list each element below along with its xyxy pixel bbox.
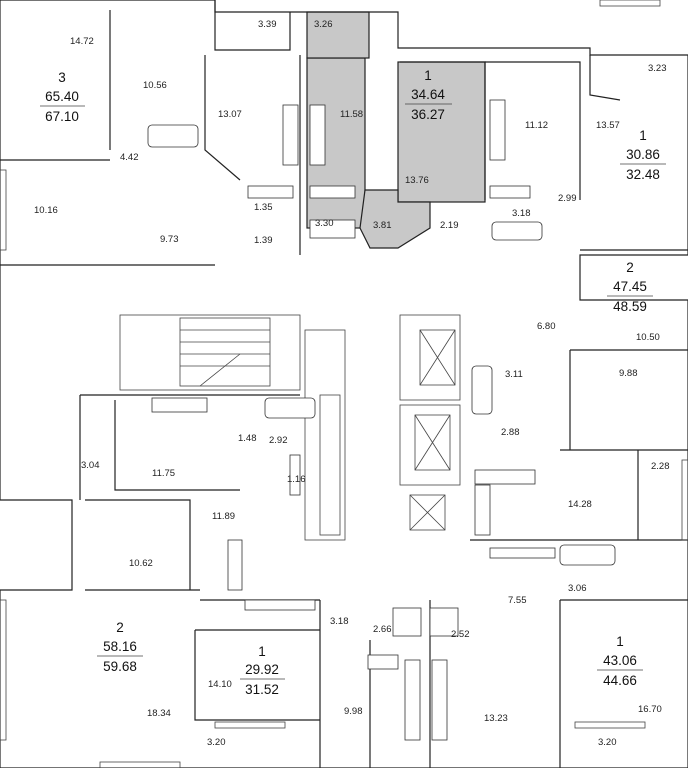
room-area: 1.39 [254,235,273,246]
apartment-rooms: 2 [626,260,634,275]
building-core [119,314,461,541]
room-area: 3.39 [258,19,277,30]
room-area: 13.76 [405,175,429,186]
room-area: 2.66 [373,624,392,635]
room-area: 2.28 [651,461,670,472]
apartment-label-apt-2-mid-right: 2 47.45 48.59 [607,260,653,314]
apartment-label-apt-1-bottom-center: 1 29.92 31.52 [240,644,285,697]
apartment-area-living: 58.16 [103,639,137,654]
apartment-label-apt-2-bottom-left: 2 58.16 59.68 [97,620,143,674]
room-area: 1.16 [287,474,306,485]
room-area: 11.89 [212,511,235,522]
room-area: 3.06 [568,583,587,594]
apartment-rooms: 1 [616,634,624,649]
apartment-area-living: 29.92 [245,662,279,677]
apartment-area-living: 34.64 [411,87,445,102]
apartment-area-total: 67.10 [45,109,79,124]
apartment-area-total: 36.27 [411,107,445,122]
room-area: 3.26 [314,19,333,30]
apartment-area-living: 65.40 [45,89,79,104]
room-area: 3.18 [330,616,349,627]
apartment-area-living: 47.45 [613,279,647,294]
apartment-label-apt-1-bottom-right: 1 43.06 44.66 [597,634,643,688]
apartment-rooms: 1 [639,128,647,143]
room-area: 2.99 [558,193,577,204]
room-area: 9.88 [619,368,638,379]
room-area: 3.04 [81,460,100,471]
room-area: 3.18 [512,208,531,219]
apartment-label-apt-3-top-left: 3 65.40 67.10 [40,70,85,124]
room-area: 2.92 [269,435,288,446]
apartment-rooms: 3 [58,70,66,85]
room-area: 1.48 [238,433,257,444]
apartment-area-living: 30.86 [626,147,660,162]
room-area-labels: 14.72 10.56 4.42 10.16 9.73 3.39 3.26 13… [34,19,670,748]
fixtures [147,99,616,741]
room-area: 9.73 [160,234,179,245]
apartment-rooms: 1 [424,68,432,83]
apartment-area-total: 48.59 [613,299,647,314]
room-area: 14.10 [208,679,232,690]
apartment-area-total: 32.48 [626,167,660,182]
room-area: 10.62 [129,558,153,569]
room-area: 16.70 [638,704,662,715]
room-area: 10.16 [34,205,58,216]
room-area: 13.23 [484,713,508,724]
room-area: 3.81 [373,220,392,231]
apartment-label-apt-1-top-right: 1 30.86 32.48 [620,128,666,182]
room-area: 14.72 [70,36,94,47]
apartment-area-total: 31.52 [245,682,279,697]
room-area: 3.30 [315,218,334,229]
apartment-area-total: 59.68 [103,659,137,674]
room-area: 3.23 [648,63,667,74]
room-area: 2.19 [440,220,459,231]
room-area: 3.20 [598,737,617,748]
room-area: 14.28 [568,499,592,510]
room-area: 18.34 [147,708,171,719]
room-area: 1.35 [254,202,273,213]
room-area: 9.98 [344,706,363,717]
room-area: 6.80 [537,321,556,332]
apartment-rooms: 2 [116,620,124,635]
room-area: 4.42 [120,152,139,163]
apartment-area-total: 44.66 [603,673,637,688]
room-area: 11.12 [525,120,548,131]
room-area: 3.20 [207,737,226,748]
room-area: 10.56 [143,80,167,91]
room-area: 2.88 [501,427,520,438]
apartment-rooms: 1 [258,644,266,659]
apartment-area-living: 43.06 [603,653,637,668]
room-area: 13.57 [596,120,620,131]
apartment-label-apt-1-top-center: 1 34.64 36.27 [405,68,452,122]
room-area: 10.50 [636,332,660,343]
room-area: 7.55 [508,595,527,606]
room-area: 11.75 [152,468,175,479]
room-area: 3.11 [505,369,523,380]
room-area: 11.58 [340,109,363,120]
room-area: 13.07 [218,109,242,120]
room-area: 2.52 [451,629,470,640]
